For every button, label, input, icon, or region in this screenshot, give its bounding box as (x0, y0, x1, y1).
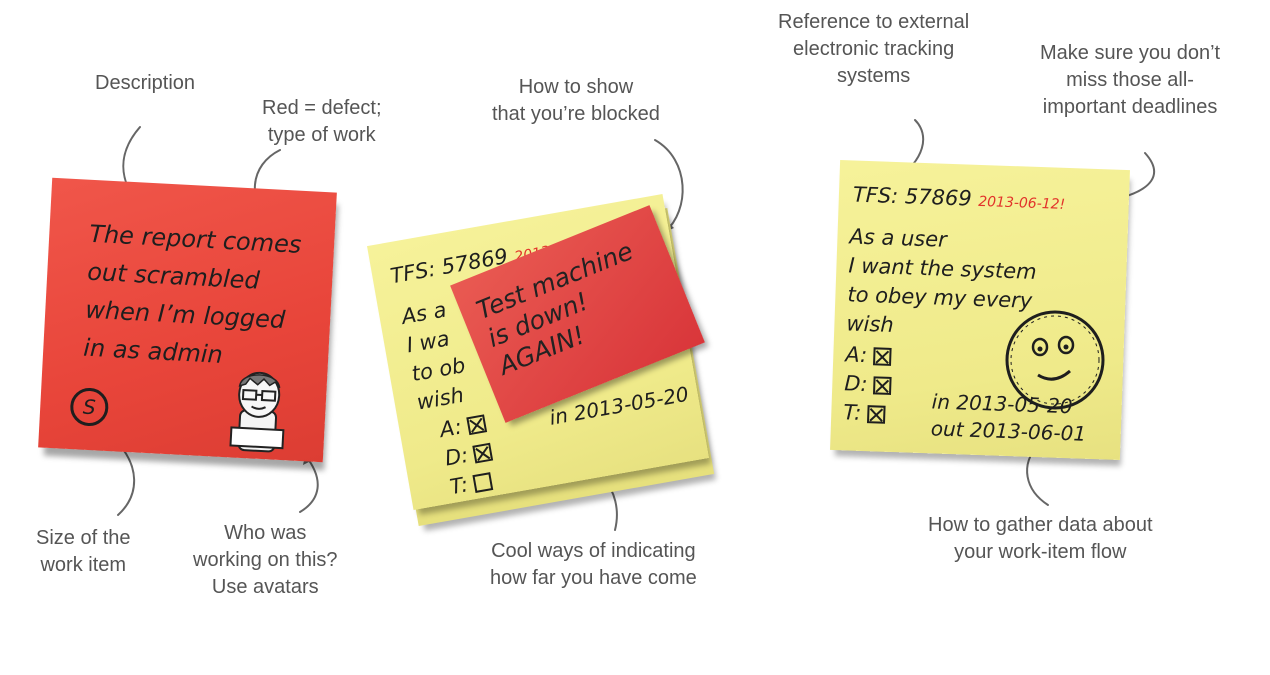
checkbox-empty (472, 471, 494, 493)
checkbox-checked (466, 413, 487, 435)
label-description: Description (95, 72, 196, 94)
label-progress: Cool ways of indicating how far you have… (490, 540, 697, 589)
label-blocked: How to show that you’re blocked (492, 76, 660, 125)
label-tracking: Reference to external electronic trackin… (778, 11, 970, 87)
check-row-t: T: (843, 398, 891, 429)
red-note-description: The report comes out scrambled when I’m … (82, 219, 303, 369)
checkbox-checked (873, 375, 892, 395)
size-badge: S (69, 387, 110, 427)
progress-checkboxes: A: D: T: (843, 340, 893, 429)
check-row-d: D: (844, 369, 892, 400)
label-deadlines: Make sure you don’t miss those all- impo… (1040, 42, 1221, 118)
label-size: Size of the work item (36, 527, 131, 576)
label-red-defect: Red = defect; type of work (262, 97, 382, 146)
avatar-icon (229, 371, 285, 453)
tfs-reference: TFS: 57869 2013-06-12! (852, 182, 1066, 213)
red-defect-note: The report comes out scrambled when I’m … (38, 177, 337, 463)
checkbox-checked (866, 404, 886, 424)
checkbox-checked (472, 442, 494, 464)
checkbox-checked (872, 346, 892, 366)
progress-checkboxes: A: D: T: (438, 408, 500, 502)
deadline-date: 2013-06-12! (977, 193, 1066, 213)
label-flow: How to gather data about your work-item … (928, 514, 1153, 563)
check-row-a: A: (845, 340, 893, 371)
arrow-avatars (299, 454, 319, 513)
smiley-face-icon (1005, 310, 1105, 410)
label-avatars: Who was working on this? Use avatars (193, 522, 338, 598)
